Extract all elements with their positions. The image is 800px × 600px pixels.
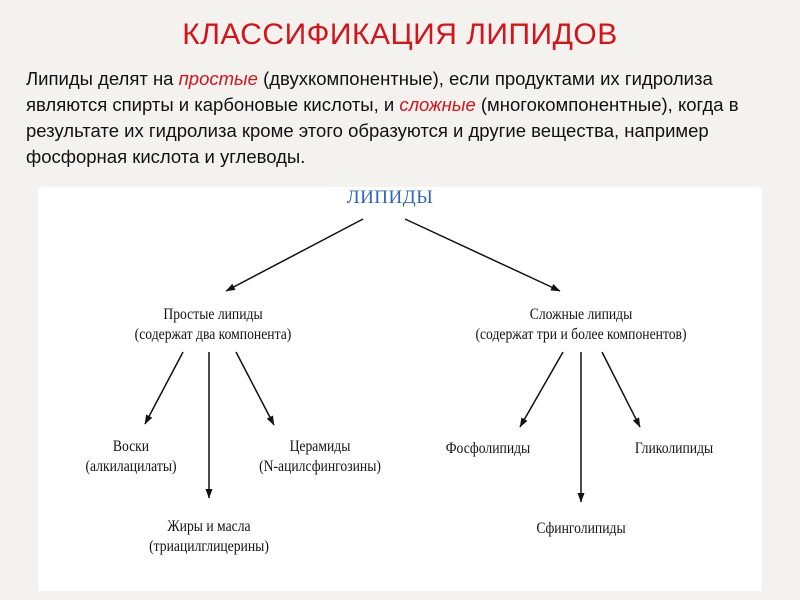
node-ceramides: Церамиды (N-ацилсфингозины) (259, 437, 381, 477)
node-sphingolipids-label: Сфинголипиды (536, 520, 626, 537)
simple-highlight: простые (178, 68, 258, 89)
diagram-arrows (144, 218, 641, 503)
node-ceramides-label: Церамиды (289, 438, 351, 455)
node-complex-lipids: Сложные липиды (содержат три и более ком… (475, 305, 686, 345)
classification-diagram: ЛИПИДЫ Простые липиды (содержат два комп… (38, 187, 762, 591)
intro-text-1: Липиды делят на (26, 68, 179, 89)
node-fats-note: (триацилглицерины) (149, 538, 269, 555)
node-complex-label: Сложные липиды (529, 306, 633, 323)
node-lipids: ЛИПИДЫ (346, 187, 434, 208)
arrow-simple-to-ceramides (235, 351, 275, 426)
arrow-complex-to-glycolipids (601, 351, 641, 428)
node-fats-label: Жиры и масла (167, 518, 251, 535)
arrow-root-to-complex (404, 218, 561, 292)
node-waxes: Воски (алкилацилаты) (85, 437, 176, 477)
arrow-simple-to-waxes (144, 351, 184, 425)
node-glycolipids-label: Гликолипиды (634, 440, 714, 457)
node-simple-note: (содержат два компонента) (134, 326, 292, 343)
node-complex-note: (содержат три и более компонентов) (475, 326, 687, 343)
node-waxes-label: Воски (112, 438, 150, 455)
arrow-root-to-simple (225, 218, 364, 292)
node-simple-label: Простые липиды (163, 306, 263, 323)
node-ceramides-note: (N-ацилсфингозины) (259, 458, 381, 475)
node-phospholipids-label: Фосфолипиды (445, 440, 531, 457)
node-waxes-note: (алкилацилаты) (85, 458, 177, 475)
node-phospholipids: Фосфолипиды (446, 439, 530, 459)
node-simple-lipids: Простые липиды (содержат два компонента) (135, 305, 292, 345)
arrow-complex-to-phospholipids (519, 351, 564, 428)
intro-paragraph: Липиды делят на простые (двухкомпонентны… (26, 66, 786, 170)
intro-text-2: (двухкомпонентные), если продуктами их г… (26, 68, 713, 115)
complex-highlight: сложные (399, 94, 476, 115)
intro-text-3: (многокомпонентные), когда в результате … (26, 94, 739, 167)
slide-title: КЛАССИФИКАЦИЯ ЛИПИДОВ (182, 18, 618, 51)
node-fats-oils: Жиры и масла (триацилглицерины) (149, 517, 269, 557)
node-glycolipids: Гликолипиды (635, 439, 713, 459)
node-sphingolipids: Сфинголипиды (536, 519, 625, 539)
